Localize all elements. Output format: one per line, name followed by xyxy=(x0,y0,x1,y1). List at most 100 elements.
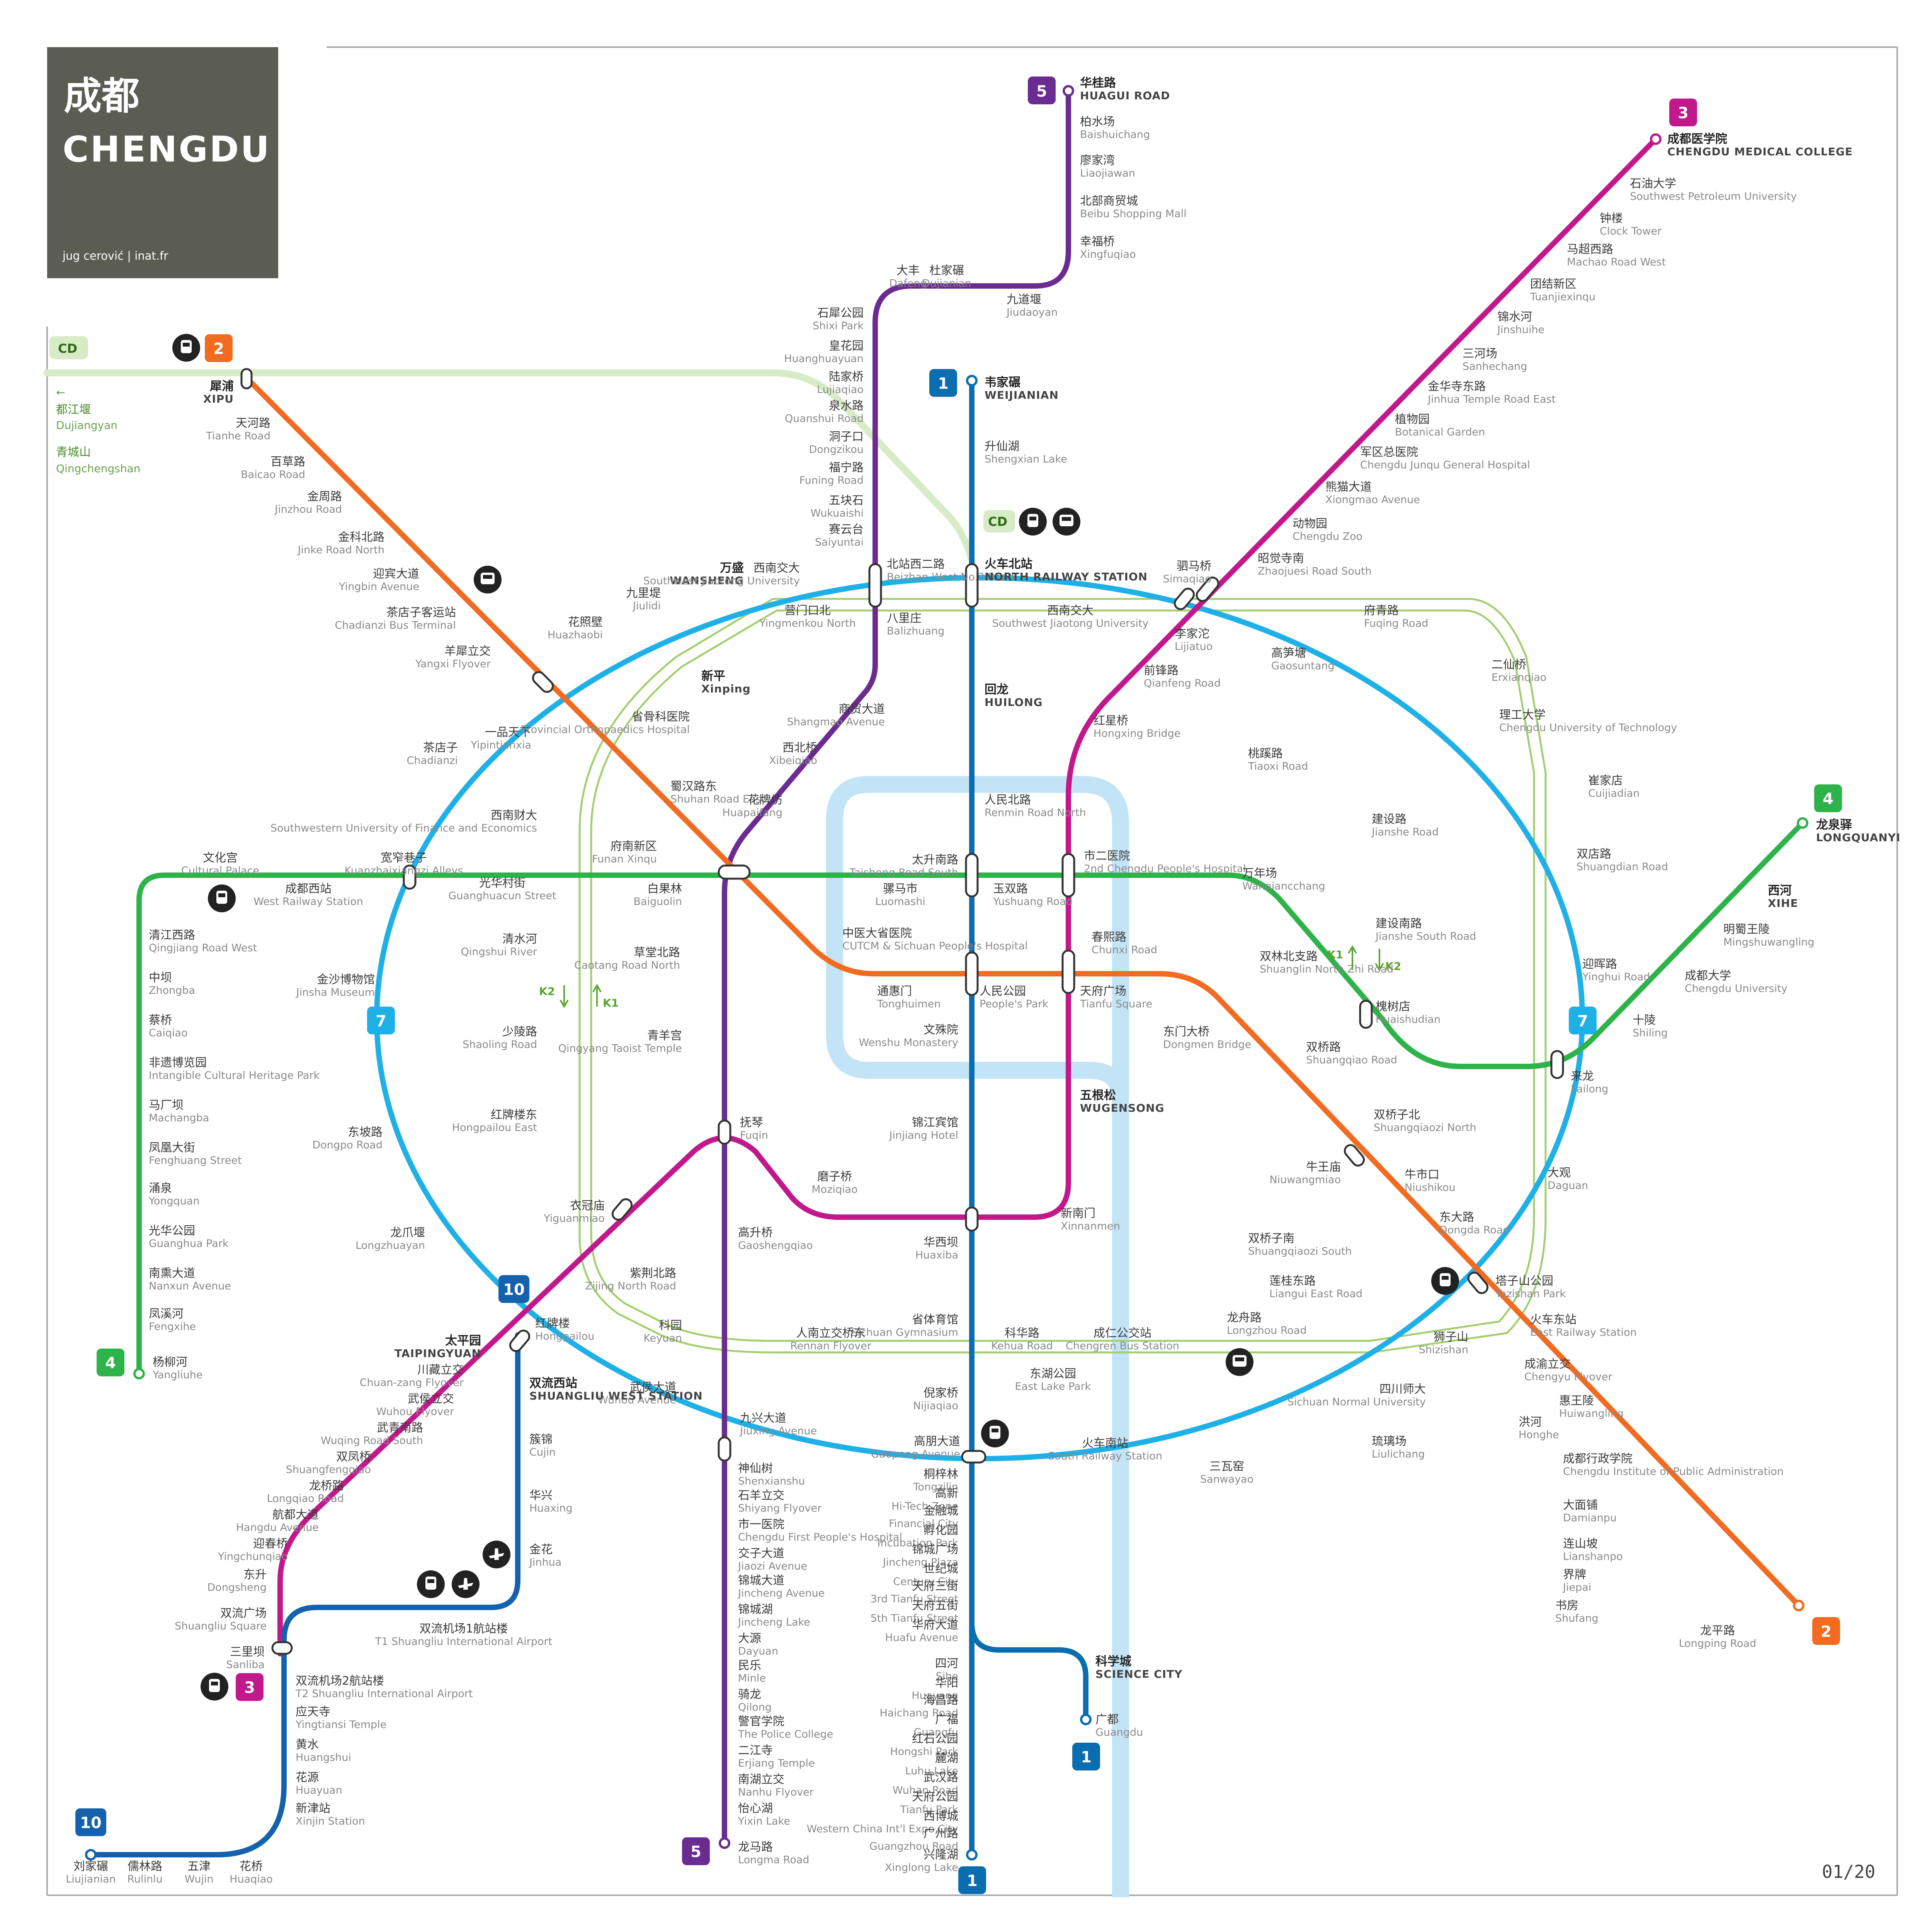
station-name-en: Gaopeng Avenue xyxy=(871,1448,960,1460)
station-name-en: Cultural Palace xyxy=(181,865,259,877)
station-name-cn: 来龙 xyxy=(1571,1070,1594,1083)
station-name-cn: 新津站 xyxy=(296,1802,330,1815)
station-name-en: Jinzhou Road xyxy=(274,503,342,515)
station-name-en: Shuanglin North Zhi Road xyxy=(1260,963,1393,975)
station-name-en: Sanhechang xyxy=(1463,361,1527,372)
station-name-en: Huaxing xyxy=(529,1502,573,1514)
station-name-cn: 科园 xyxy=(659,1319,682,1332)
station-name-cn: 宽窄巷子 xyxy=(381,851,427,865)
station-name-en: Intangible Cultural Heritage Park xyxy=(149,1070,320,1082)
station-name-en: Yinghui Road xyxy=(1582,971,1650,983)
station-name-cn: 磨子桥 xyxy=(817,1170,852,1184)
station-name-cn: 石油大学 xyxy=(1630,177,1676,190)
station-name-cn: 通惠门 xyxy=(877,985,912,998)
station-name-en: T1 Shuangliu International Airport xyxy=(375,1636,552,1648)
line-7-badge-east: 7 xyxy=(1577,1012,1588,1030)
train-icon xyxy=(201,1673,228,1701)
arrow-left-icon: ← xyxy=(56,386,65,399)
station-name-cn: 三河场 xyxy=(1463,347,1497,361)
line-10-badge-top: 10 xyxy=(503,1281,525,1299)
station-name-en: Lujiaqiao xyxy=(817,384,864,396)
station-name-cn: 高升桥 xyxy=(738,1226,773,1240)
cd-dest-1-cn: 都江堰 xyxy=(56,403,91,417)
station-name-cn: 金沙博物馆 xyxy=(317,973,375,986)
station-name-cn: 蔡桥 xyxy=(149,1014,172,1027)
station-name-cn: 蜀汉路东 xyxy=(670,780,717,793)
station-name-en: Moziqiao xyxy=(811,1184,857,1196)
station-name-en: Dongmen Bridge xyxy=(1163,1039,1251,1051)
station-name-en: The Police College xyxy=(738,1728,833,1740)
river xyxy=(826,776,1129,1897)
station-name-en: Shuangfengqiao xyxy=(286,1464,371,1476)
line-3-badge-bottom: 3 xyxy=(244,1679,255,1697)
station-name-en: Fuqing Road xyxy=(1364,617,1428,629)
station-name-cn: 西博城 xyxy=(923,1810,958,1823)
station-name-cn: 陆家桥 xyxy=(829,370,864,384)
station-name-cn: 洪河 xyxy=(1519,1415,1542,1429)
station-name-en: Chengdu Zoo xyxy=(1293,531,1362,543)
station-name-en: Xibeiqiao xyxy=(769,755,817,767)
station-name-en: Cujin xyxy=(529,1446,556,1458)
station-name-cn: 倪家桥 xyxy=(923,1386,958,1400)
station-name-cn: 锦江宾馆 xyxy=(912,1116,958,1129)
credit: jug cerović | inat.fr xyxy=(62,249,168,262)
station-name-cn: 四河 xyxy=(935,1657,958,1670)
station-name-en: Western China Int'l Expo City xyxy=(807,1823,958,1835)
station-name-en: XIPU xyxy=(203,393,234,405)
station-name-cn: 琉璃场 xyxy=(1372,1435,1406,1448)
station-name-cn: 骑龙 xyxy=(738,1688,761,1701)
station-name-en: Wanniancchang xyxy=(1242,880,1325,892)
train-icon xyxy=(417,1570,445,1598)
station-name-en: Caiqiao xyxy=(149,1027,188,1039)
station-name-en: Yushuang Road xyxy=(993,896,1073,908)
station-name-cn: 清水河 xyxy=(502,932,537,946)
station-name-en: Qingyang Taoist Temple xyxy=(558,1043,682,1054)
airplane-icon xyxy=(452,1570,480,1598)
station-name-en: Southwest Petroleum University xyxy=(1630,190,1797,202)
station-name-en: Wuqing Road South xyxy=(321,1435,423,1447)
station-name-en: Jinshuihe xyxy=(1497,324,1544,336)
station-name-en: 3rd Tianfu Street xyxy=(870,1593,958,1605)
station-name-cn: 理工大学 xyxy=(1499,708,1546,722)
station-name-en: Dongzikou xyxy=(809,444,864,456)
station-name-en: Luhu Lake xyxy=(905,1765,958,1777)
station-name-en: Longma Road xyxy=(738,1854,810,1866)
station-name-cn: 红石公园 xyxy=(912,1732,958,1746)
station-name-cn: 文化宫 xyxy=(203,851,238,865)
station-name-cn: 石犀公园 xyxy=(817,306,864,320)
station-name-cn: 牛王庙 xyxy=(1306,1160,1341,1174)
station-name-cn: 少陵路 xyxy=(502,1025,537,1039)
station-name-cn: 九兴大道 xyxy=(740,1412,786,1425)
station-name-en: Longqiao Road xyxy=(267,1493,344,1505)
station-name-cn: 洞子口 xyxy=(829,430,864,444)
service-icons xyxy=(172,334,1459,1701)
station-name-en: Shufang xyxy=(1555,1612,1599,1624)
station-name-en: Jiaozi Avenue xyxy=(737,1560,807,1572)
station-name-cn: 怡心湖 xyxy=(738,1802,773,1815)
station-name-cn: 军区总医院 xyxy=(1360,446,1418,459)
station-name-cn: 府南新区 xyxy=(611,840,657,853)
station-name-en: Yangliuhe xyxy=(152,1369,202,1381)
station-name-en: Chadianzi xyxy=(407,755,458,767)
station-name-cn: 南熏大道 xyxy=(149,1267,195,1280)
station-name-en: Huayang xyxy=(912,1690,958,1702)
station-name-en: Lailong xyxy=(1571,1083,1608,1095)
station-name-cn: 西南交大 xyxy=(1047,604,1094,617)
station-name-cn: 桐梓林 xyxy=(923,1468,958,1481)
station-name-en: Jinhua Temple Road East xyxy=(1427,393,1556,405)
tram-k2-label: K2 xyxy=(539,985,555,998)
station-name-en: Huaishudian xyxy=(1376,1014,1440,1026)
station-name-cn: 双流机场2航站楼 xyxy=(296,1674,384,1688)
station-name-en: Hi-Tech Zone xyxy=(891,1500,958,1512)
station-name-cn: 应天寺 xyxy=(296,1705,330,1719)
station-name-en: Yipintianxia xyxy=(470,739,531,751)
station-name-en: Hongpailou xyxy=(535,1330,594,1342)
station-name-cn: 商贸大道 xyxy=(838,702,885,716)
station-name-cn: 迎春桥 xyxy=(253,1537,288,1551)
train-icon xyxy=(1431,1267,1459,1295)
station-name-en: SCIENCE CITY xyxy=(1095,1668,1182,1680)
tram-k1-label-east: K1 xyxy=(1327,948,1343,961)
station-name-cn: 动物园 xyxy=(1293,517,1327,531)
station-name-en: Yingmenkou North xyxy=(759,617,856,629)
cd-dest-1-en: Dujiangyan xyxy=(56,419,117,432)
